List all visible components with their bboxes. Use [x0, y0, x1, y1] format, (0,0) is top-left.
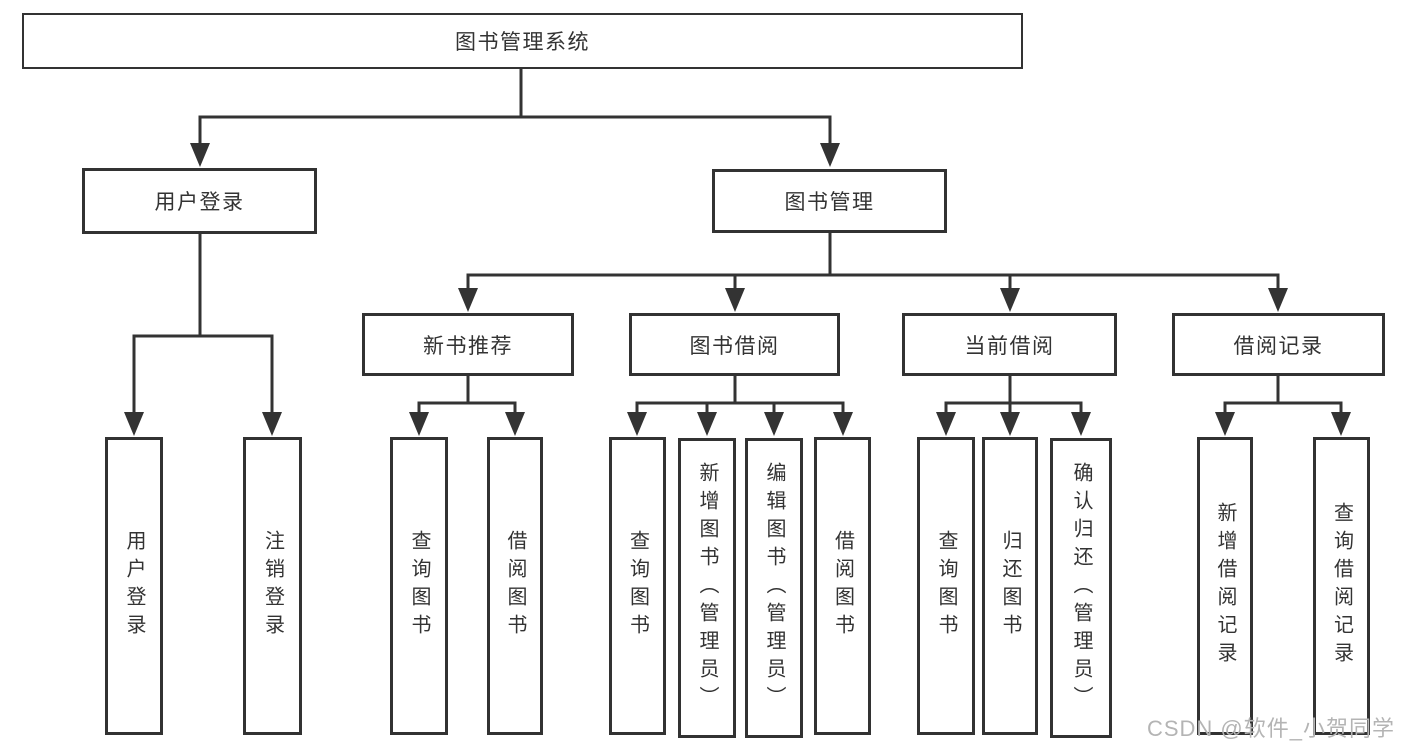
node-leaf-add-book-admin: 新增图书（管理员）	[678, 438, 736, 738]
node-leaf-user-login: 用户登录	[105, 437, 163, 735]
node-library-system: 图书管理系统	[22, 13, 1023, 69]
node-leaf-confirm-return-admin: 确认归还（管理员）	[1050, 438, 1112, 738]
node-new-book-recommendation: 新书推荐	[362, 313, 574, 376]
connector-paths	[132, 69, 1343, 414]
node-leaf-query-books-1: 查询图书	[390, 437, 448, 735]
arrowheads	[124, 143, 1351, 436]
node-book-borrowing: 图书借阅	[629, 313, 840, 376]
node-leaf-borrow-books-2: 借阅图书	[814, 437, 871, 735]
node-leaf-query-books-3: 查询图书	[917, 437, 975, 735]
watermark-text: CSDN @软件_小贺同学	[1146, 716, 1395, 741]
node-leaf-return-book: 归还图书	[982, 437, 1038, 735]
node-user-login-branch: 用户登录	[82, 168, 317, 234]
node-leaf-borrow-books-1: 借阅图书	[487, 437, 543, 735]
node-book-management-branch: 图书管理	[712, 169, 947, 233]
node-leaf-add-borrow-record: 新增借阅记录	[1197, 437, 1253, 735]
node-borrowing-records: 借阅记录	[1172, 313, 1385, 376]
node-current-borrowing: 当前借阅	[902, 313, 1117, 376]
node-leaf-logout: 注销登录	[243, 437, 302, 735]
node-leaf-query-books-2: 查询图书	[609, 437, 666, 735]
node-leaf-edit-book-admin: 编辑图书（管理员）	[745, 438, 803, 738]
node-leaf-query-borrow-record: 查询借阅记录	[1313, 437, 1370, 735]
